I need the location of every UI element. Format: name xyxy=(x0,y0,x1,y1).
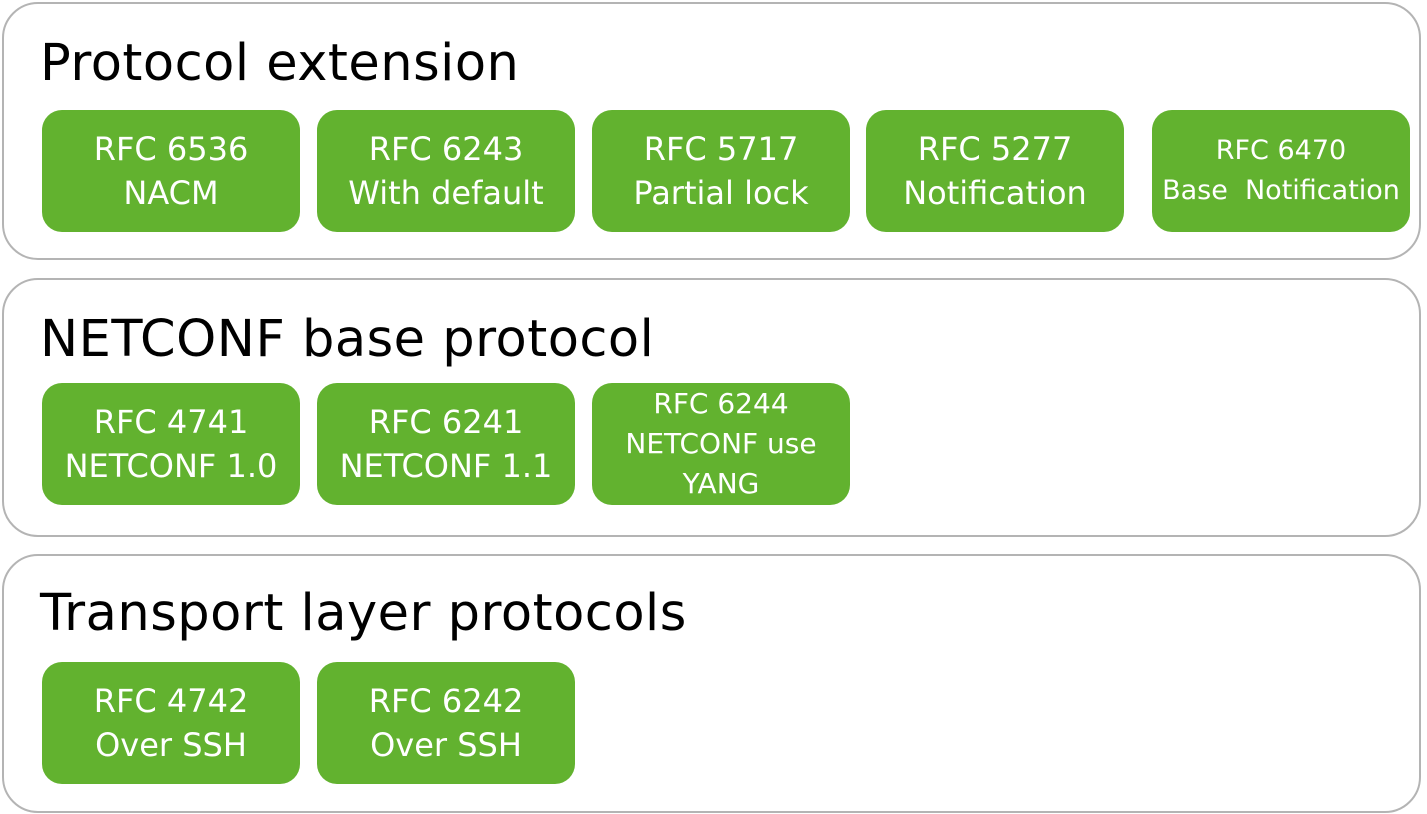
rfc-description: Partial lock xyxy=(633,174,809,212)
rfc-box-6244: RFC 6244 NETCONF use YANG xyxy=(592,383,850,505)
rfc-box-6243: RFC 6243 With default xyxy=(317,110,575,232)
rfc-description: With default xyxy=(348,174,544,212)
rfc-number: RFC 5277 xyxy=(917,130,1073,168)
layer-netconf-base-protocol: NETCONF base protocol RFC 4741 NETCONF 1… xyxy=(2,278,1421,537)
rfc-box-5277: RFC 5277 Notification xyxy=(866,110,1124,232)
layer-transport-protocols: Transport layer protocols RFC 4742 Over … xyxy=(2,554,1421,813)
rfc-number: RFC 6241 xyxy=(368,403,524,441)
rfc-box-6536: RFC 6536 NACM xyxy=(42,110,300,232)
rfc-number: RFC 6536 xyxy=(93,130,249,168)
rfc-number: RFC 4742 xyxy=(93,682,249,720)
rfc-box-5717: RFC 5717 Partial lock xyxy=(592,110,850,232)
rfc-description: Base Notification xyxy=(1162,175,1400,206)
rfc-description: NACM xyxy=(123,174,219,212)
layer-title: NETCONF base protocol xyxy=(40,310,655,369)
rfc-number: RFC 6242 xyxy=(368,682,524,720)
rfc-description: NETCONF use xyxy=(625,427,817,460)
rfc-description: NETCONF 1.1 xyxy=(339,447,553,485)
layer-title: Transport layer protocols xyxy=(40,584,687,643)
rfc-box-4742: RFC 4742 Over SSH xyxy=(42,662,300,784)
rfc-description: Notification xyxy=(903,174,1087,212)
rfc-description: Over SSH xyxy=(370,726,522,764)
rfc-box-6241: RFC 6241 NETCONF 1.1 xyxy=(317,383,575,505)
rfc-number: RFC 6243 xyxy=(368,130,524,168)
rfc-number: RFC 5717 xyxy=(643,130,799,168)
layer-protocol-extension: Protocol extension RFC 6536 NACM RFC 624… xyxy=(2,2,1421,260)
rfc-description: NETCONF 1.0 xyxy=(64,447,278,485)
rfc-description: Over SSH xyxy=(95,726,247,764)
rfc-box-6470: RFC 6470 Base Notification xyxy=(1152,110,1410,232)
rfc-number: RFC 6244 xyxy=(653,387,789,420)
rfc-number: RFC 4741 xyxy=(93,403,249,441)
rfc-box-6242: RFC 6242 Over SSH xyxy=(317,662,575,784)
rfc-description-line2: YANG xyxy=(682,467,760,500)
layer-title: Protocol extension xyxy=(40,34,520,93)
rfc-box-4741: RFC 4741 NETCONF 1.0 xyxy=(42,383,300,505)
rfc-number: RFC 6470 xyxy=(1215,135,1347,166)
